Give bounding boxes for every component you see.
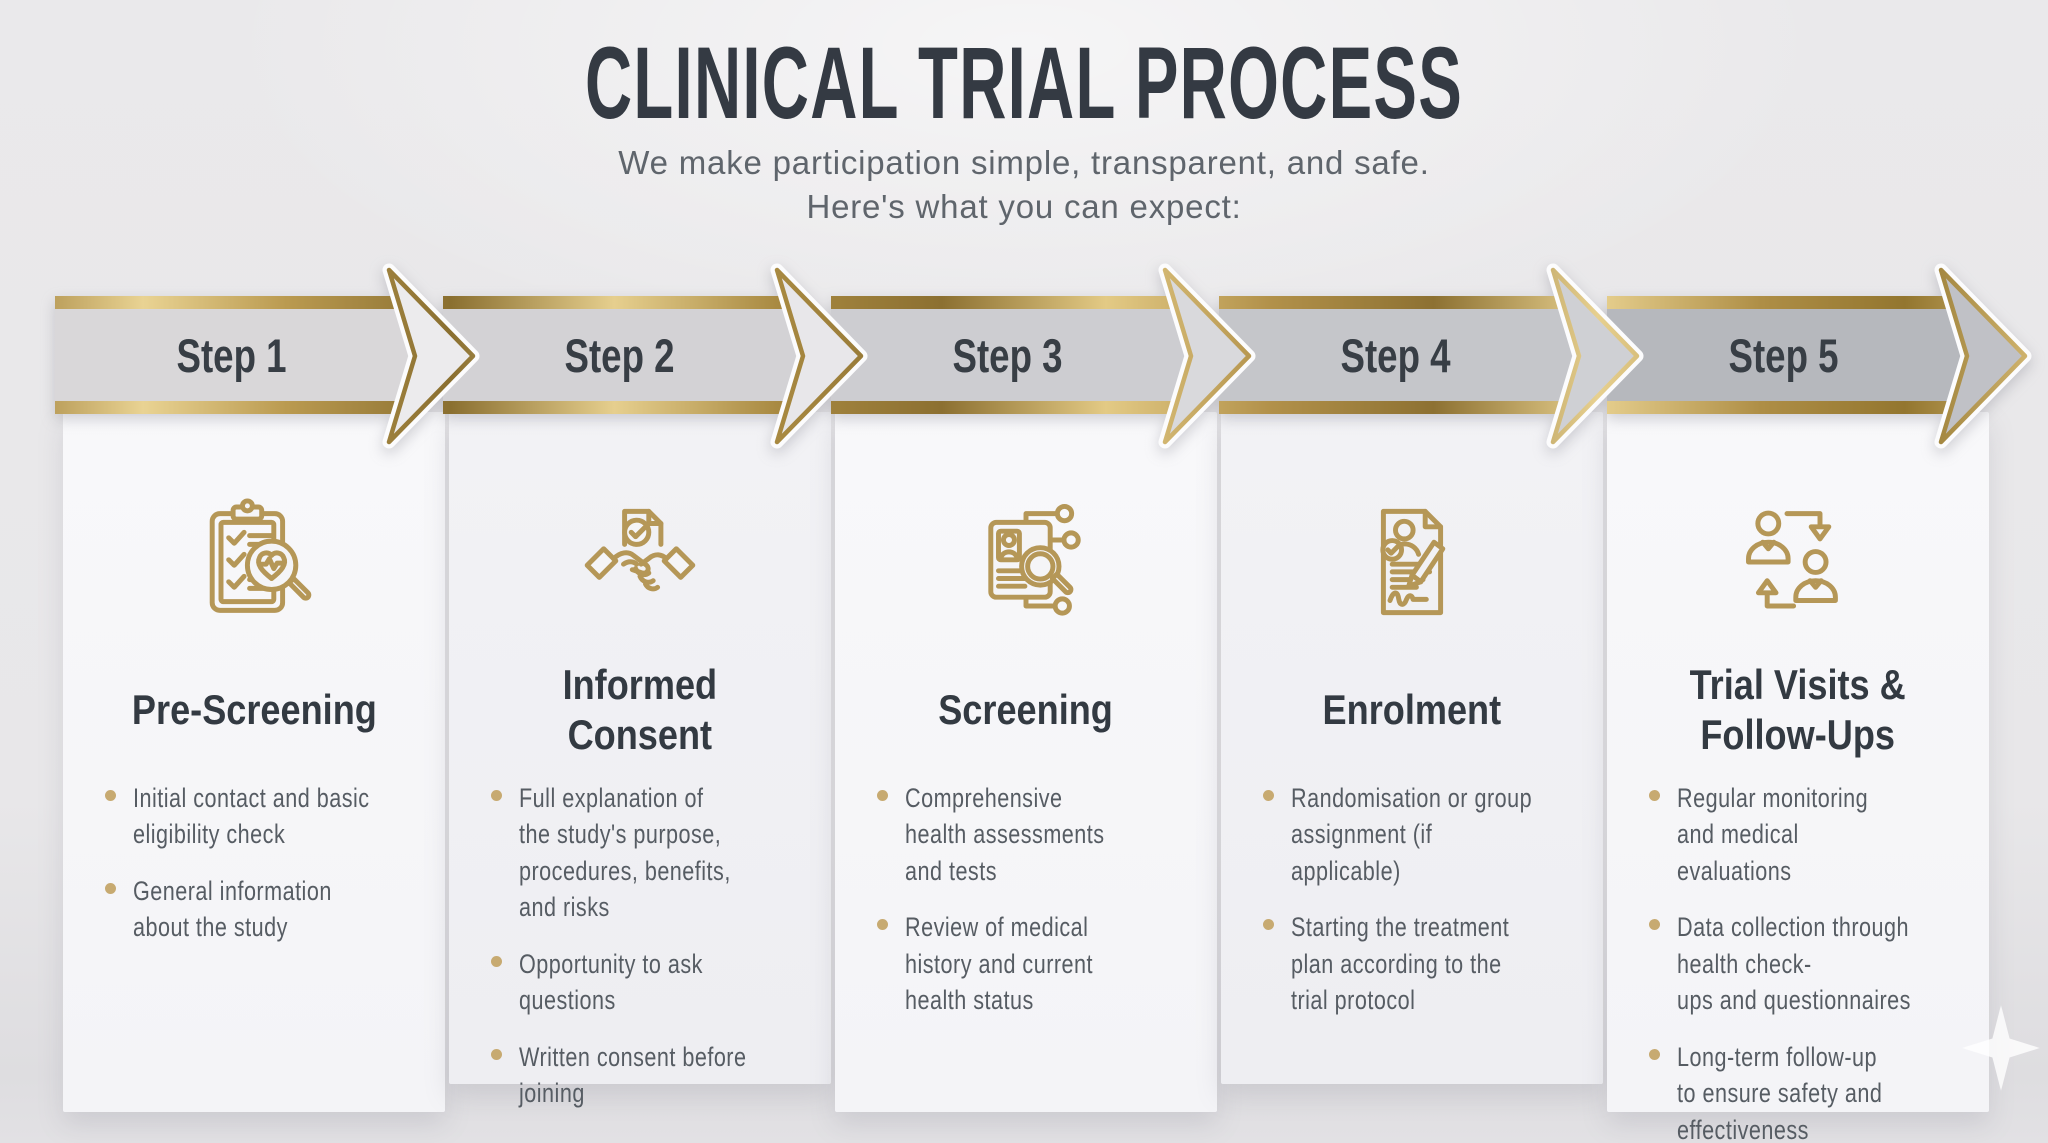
bullet-item: General information about the study (105, 873, 439, 946)
bullet-item: Initial contact and basic eligibility ch… (105, 780, 439, 853)
step-3-arrow-label: Step 3 (952, 328, 1064, 382)
bullet-dot-icon (1263, 919, 1274, 931)
clipboard-checklist-magnifier-icon (63, 496, 445, 628)
bullet-dot-icon (877, 790, 888, 801)
bullet-dot-icon (105, 790, 116, 801)
card-trial-visits-follow-ups: Trial Visits & Follow-Ups Regular monito… (1607, 412, 1989, 1143)
bullet-list: Full explanation of the study's purpose,… (491, 780, 825, 1112)
card-pre-screening: Pre-Screening Initial contact and basic … (63, 412, 445, 1112)
step-1-arrow-label: Step 1 (176, 328, 288, 382)
bullet-item: Randomisation or group assignment (if ap… (1263, 780, 1597, 889)
process-arrows-graphic (55, 263, 2032, 449)
bullet-dot-icon (491, 790, 502, 801)
bullet-list: Initial contact and basic eligibility ch… (105, 780, 439, 946)
step-2-arrow-label: Step 2 (564, 328, 676, 382)
bullet-item: Starting the treatment plan according to… (1263, 909, 1597, 1018)
subtitle-line-2: Here's what you can expect: (806, 188, 1242, 226)
page-title: CLINICAL TRIAL PROCESS (584, 26, 1464, 140)
step-5-arrow-label: Step 5 (1728, 328, 1840, 382)
bullet-item: Comprehensive health assessments and tes… (877, 780, 1211, 889)
bullet-dot-icon (1649, 790, 1660, 801)
process-arrow-band: Step 1 Step 2 Step 3 Step 4 Step 5 (0, 258, 2048, 454)
bullet-dot-icon (1649, 919, 1660, 931)
card-title: Pre-Screening (131, 686, 377, 734)
card-enrolment: Enrolment Randomisation or group assignm… (1221, 412, 1603, 1084)
card-title: Trial Visits & Follow-Ups (1689, 661, 1907, 758)
bullet-dot-icon (491, 1048, 502, 1060)
subtitle-line-1: We make participation simple, transparen… (618, 144, 1430, 182)
bullet-item: Long-term follow-up to ensure safety and… (1649, 1039, 1983, 1143)
handshake-document-icon (449, 496, 831, 628)
card-informed-consent: Informed Consent Full explanation of the… (449, 412, 831, 1108)
bullet-list: Comprehensive health assessments and tes… (877, 780, 1211, 1019)
bullet-dot-icon (1649, 1048, 1660, 1060)
bullet-dot-icon (105, 882, 116, 894)
card-title: Informed Consent (562, 661, 718, 758)
card-title: Screening (938, 686, 1114, 734)
enrolment-form-pen-icon (1221, 496, 1603, 628)
bullet-item: Data collection through health check- up… (1649, 909, 1983, 1018)
bullet-item: Full explanation of the study's purpose,… (491, 780, 825, 926)
bullet-dot-icon (1263, 790, 1274, 801)
bullet-dot-icon (877, 919, 888, 931)
bullet-dot-icon (491, 955, 502, 967)
health-record-magnifier-icon (835, 496, 1217, 628)
bullet-item: Review of medical history and current he… (877, 909, 1211, 1018)
patients-exchange-arrows-icon (1607, 496, 1989, 628)
bullet-item: Written consent before joining (491, 1039, 825, 1112)
step-4-arrow-label: Step 4 (1340, 328, 1452, 382)
card-title: Enrolment (1322, 686, 1502, 734)
bullet-list: Regular monitoring and medical evaluatio… (1649, 780, 1983, 1143)
bullet-item: Regular monitoring and medical evaluatio… (1649, 780, 1983, 889)
bullet-item: Opportunity to ask questions (491, 946, 825, 1019)
bullet-list: Randomisation or group assignment (if ap… (1263, 780, 1597, 1019)
card-screening: Screening Comprehensive health assessmen… (835, 412, 1217, 1112)
header: CLINICAL TRIAL PROCESS We make participa… (0, 0, 2048, 226)
